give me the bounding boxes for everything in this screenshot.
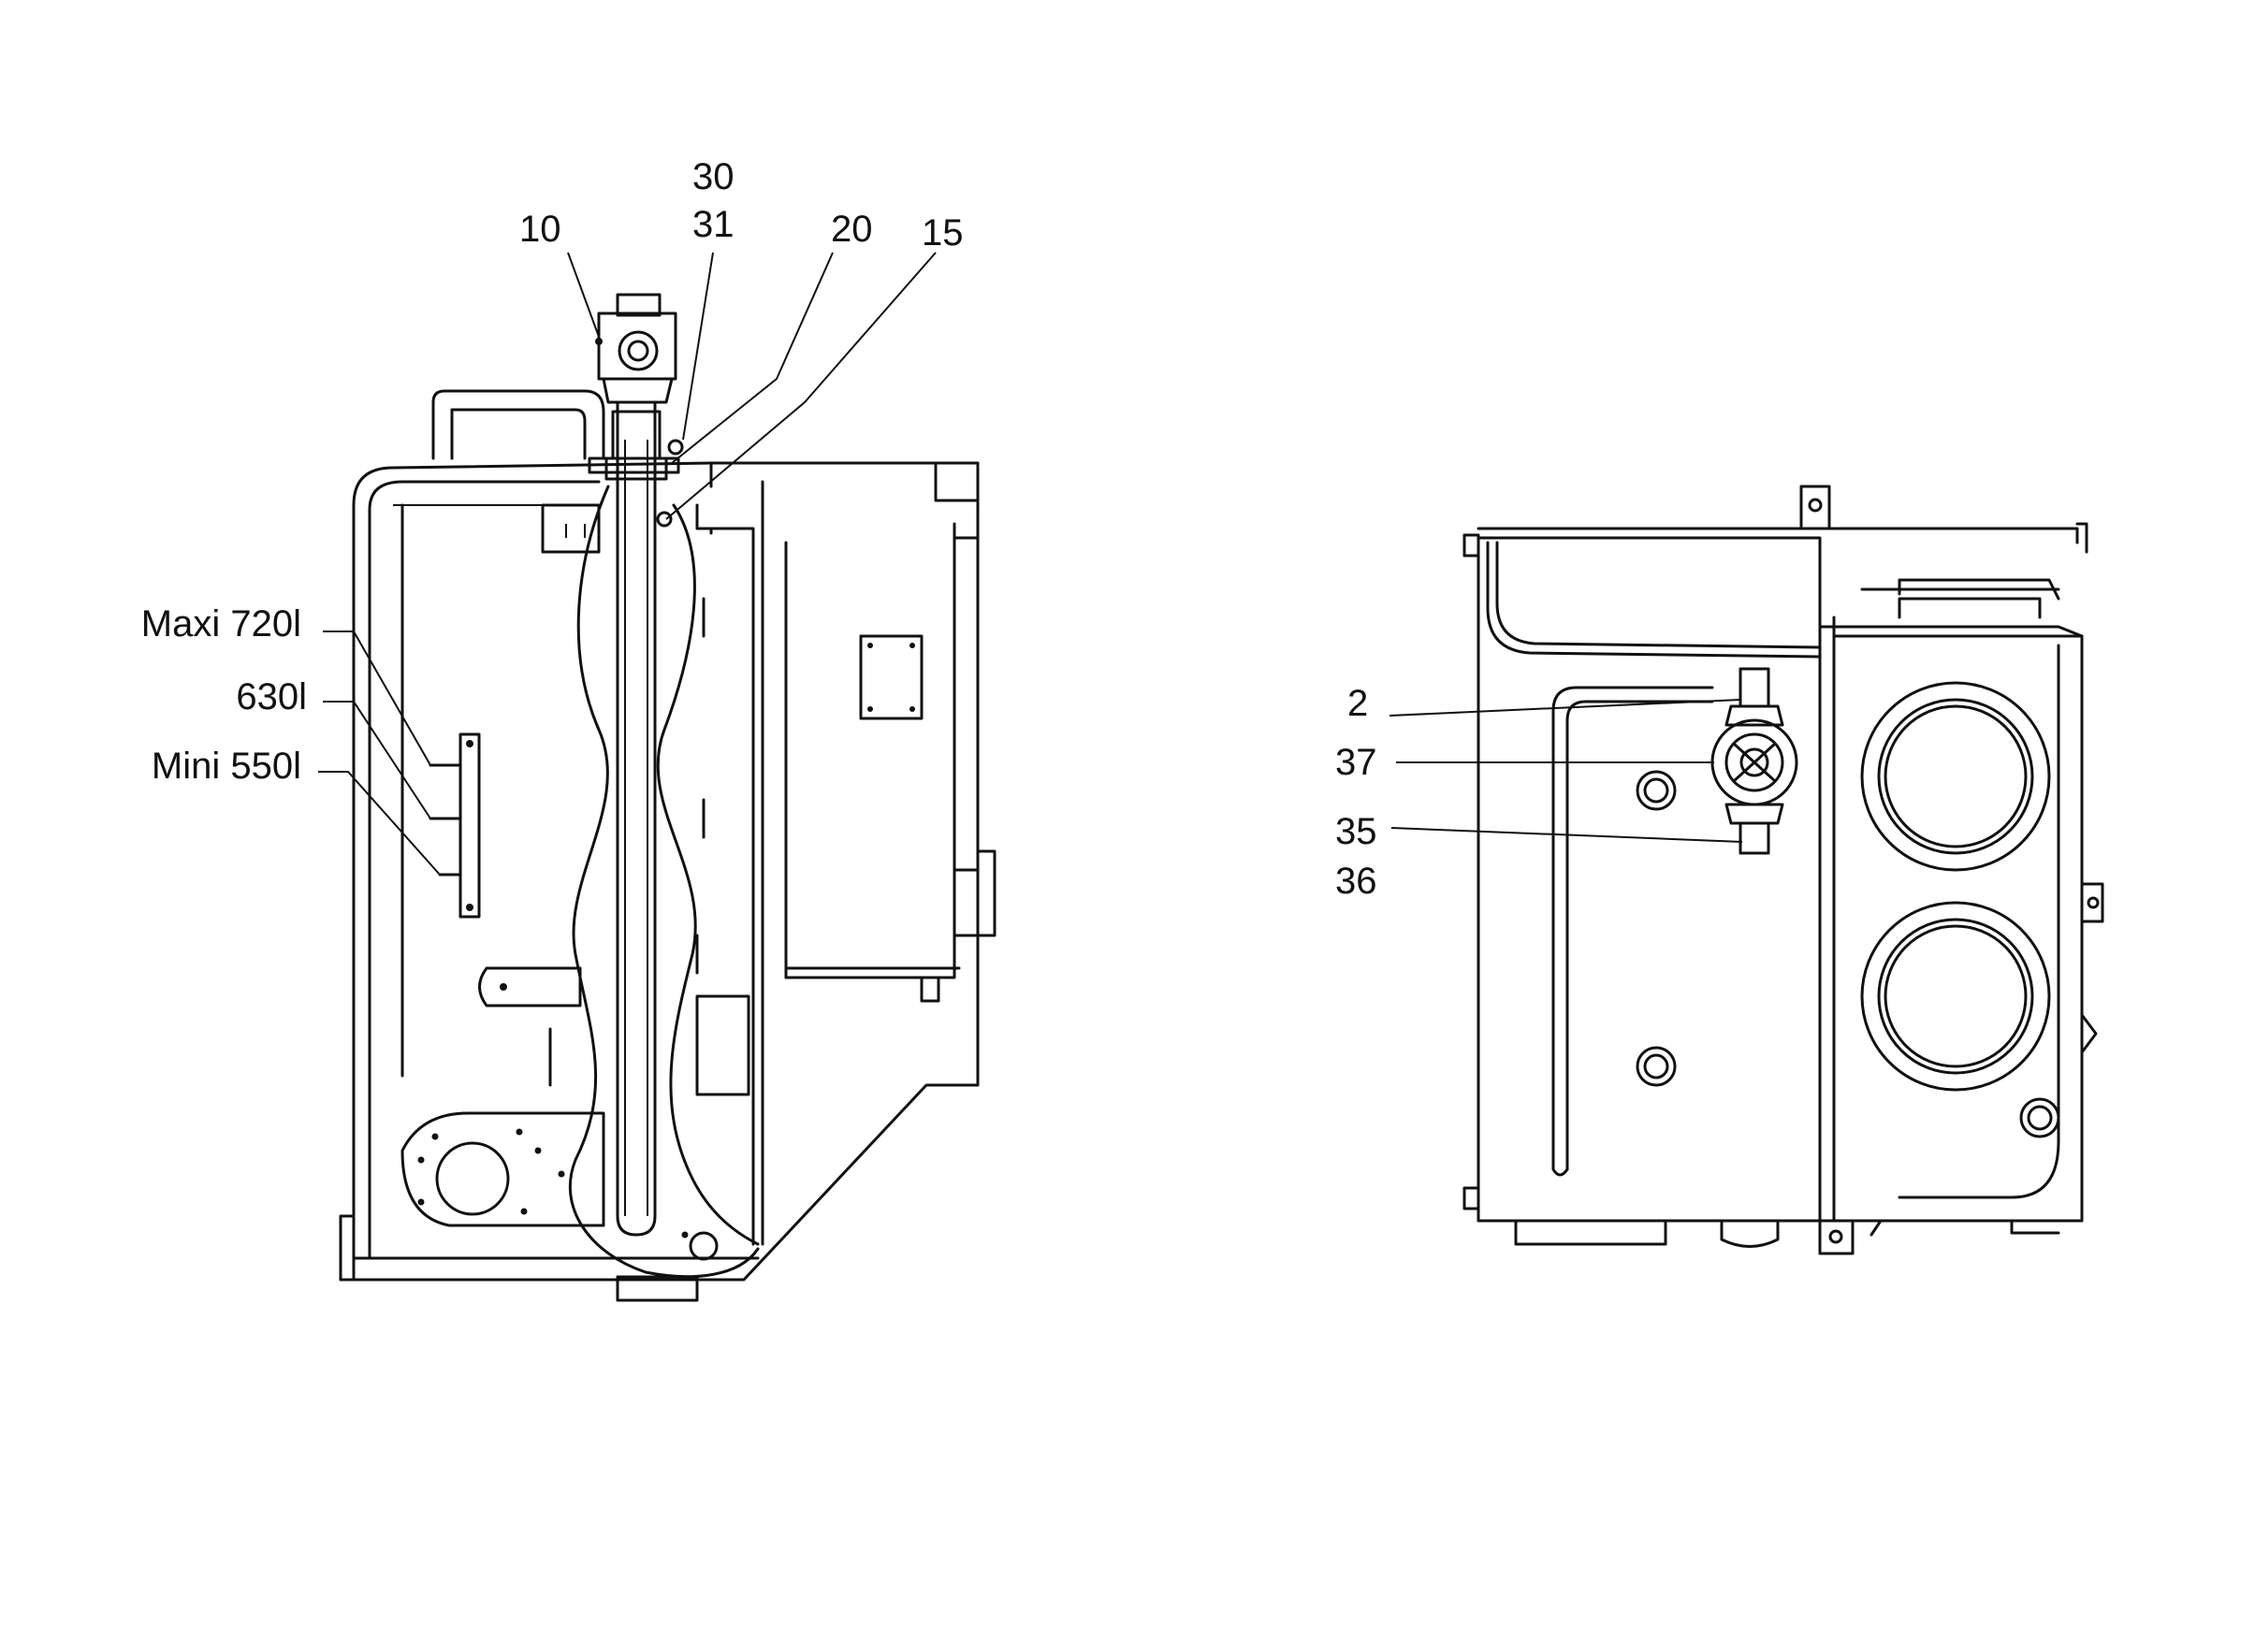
upper-port-outer <box>1860 681 2051 872</box>
lower-port-outer <box>1860 901 2051 1092</box>
right-tank-view <box>1389 485 2104 1255</box>
inlet-fitting <box>1739 667 1770 708</box>
level-label-maxi: Maxi 720l <box>141 603 301 645</box>
callout-30: 30 <box>692 156 735 197</box>
level-tube <box>616 400 657 1237</box>
lower-flange <box>400 1111 605 1227</box>
tank-body <box>352 461 980 1282</box>
cover-plate <box>859 634 924 720</box>
return-pipe <box>1551 686 1714 1171</box>
callout-20: 20 <box>831 209 873 250</box>
level-label-mini: Mini 550l <box>152 746 301 787</box>
outlet-fitting <box>1739 821 1770 855</box>
callout-31: 31 <box>692 204 735 245</box>
callout-2: 2 <box>1347 683 1368 724</box>
callout-35: 35 <box>1335 811 1377 852</box>
level-label-630: 630l <box>236 676 307 717</box>
tank-handle <box>431 389 605 460</box>
callout-10: 10 <box>519 209 561 250</box>
callout-15: 15 <box>922 212 964 254</box>
cutaway-left-edge <box>568 485 760 1279</box>
left-tank-view <box>318 252 997 1302</box>
level-strip <box>458 732 481 919</box>
callout-36: 36 <box>1335 861 1377 902</box>
callout-37: 37 <box>1335 742 1377 783</box>
end-view-body <box>1477 536 2084 1223</box>
cutaway-right-edge <box>656 503 760 1246</box>
